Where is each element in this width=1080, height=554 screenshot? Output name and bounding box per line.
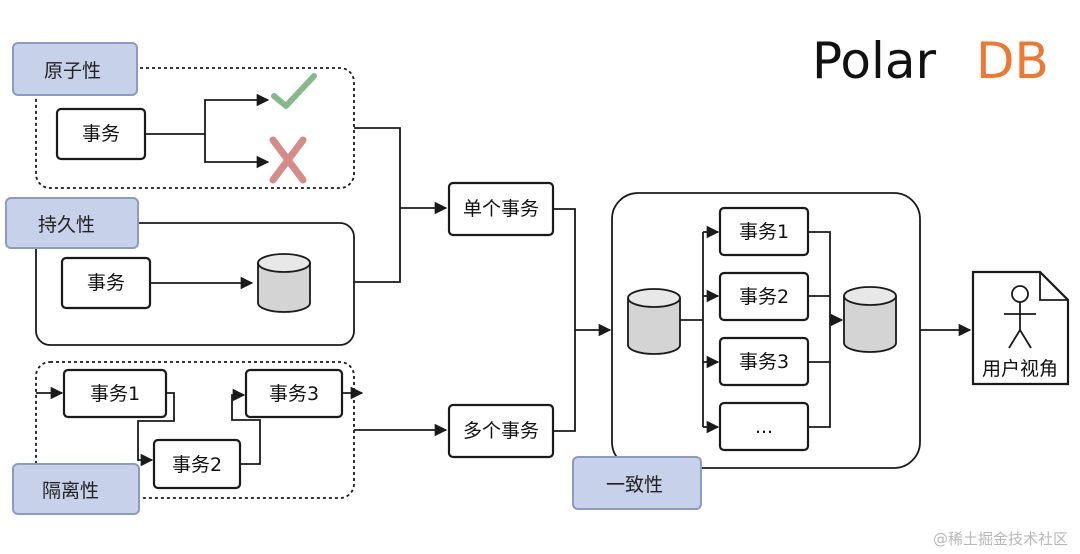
atomicity-group-frame (35, 67, 355, 189)
atomicity-failure-arrow (204, 134, 270, 169)
database-cylinder-icon (257, 253, 311, 313)
consistency-txn1-label: 事务1 (739, 221, 789, 243)
database-cylinder-icon (843, 286, 897, 353)
durability-tag-label: 持久性 (38, 214, 95, 236)
isolation-2-to-3-arrow (231, 388, 261, 465)
durability-txn-label: 事务 (87, 272, 125, 294)
user-document-icon (971, 270, 1070, 386)
isolation-group: 事务1 事务2 事务3 隔离性 (12, 361, 364, 515)
consistency-txn2-label: 事务2 (739, 286, 789, 308)
multi-txn-label: 多个事务 (463, 420, 539, 442)
isolation-txn3-label: 事务3 (269, 383, 319, 405)
isolation-group-frame (35, 361, 355, 499)
atomicity-group: 事务 原子性 (12, 42, 355, 189)
durability-group: 事务 持久性 (5, 197, 355, 346)
polardb-logo: Polar DB (812, 32, 1049, 90)
single-multi-merge-line (553, 208, 576, 432)
durability-tag (5, 197, 139, 249)
consistency-fanin-bus (808, 231, 831, 428)
isolation-tag (12, 463, 140, 515)
consistency-more-label: ... (755, 416, 773, 438)
atomicity-durability-merge-line (354, 127, 401, 283)
cross-icon (269, 136, 307, 184)
isolation-tag-label: 隔离性 (42, 480, 99, 502)
consistency-tag (572, 456, 702, 510)
user-view-label: 用户视角 (982, 358, 1058, 380)
logo-text: Polar (812, 32, 936, 90)
atomicity-tag-label: 原子性 (44, 60, 101, 82)
isolation-txn2-label: 事务2 (172, 454, 222, 476)
isolation-1-to-2-arrow (137, 392, 175, 467)
database-cylinder-icon (627, 288, 681, 355)
isolation-txn1-label: 事务1 (90, 383, 140, 405)
atomicity-success-arrow (204, 93, 270, 134)
consistency-txn3-label: 事务3 (739, 351, 789, 373)
consistency-group: 事务1 事务2 事务3 ... 一致性 (572, 192, 921, 510)
single-txn-label: 单个事务 (463, 198, 539, 220)
atomicity-tag (12, 42, 138, 96)
watermark: @稀土掘金技术社区 (933, 530, 1068, 548)
atomicity-txn-label: 事务 (82, 123, 120, 145)
durability-group-frame (35, 222, 355, 346)
check-icon (271, 73, 317, 109)
logo-accent-text: DB (976, 32, 1049, 90)
consistency-fanin-branches (808, 295, 830, 363)
consistency-tag-label: 一致性 (606, 474, 663, 496)
